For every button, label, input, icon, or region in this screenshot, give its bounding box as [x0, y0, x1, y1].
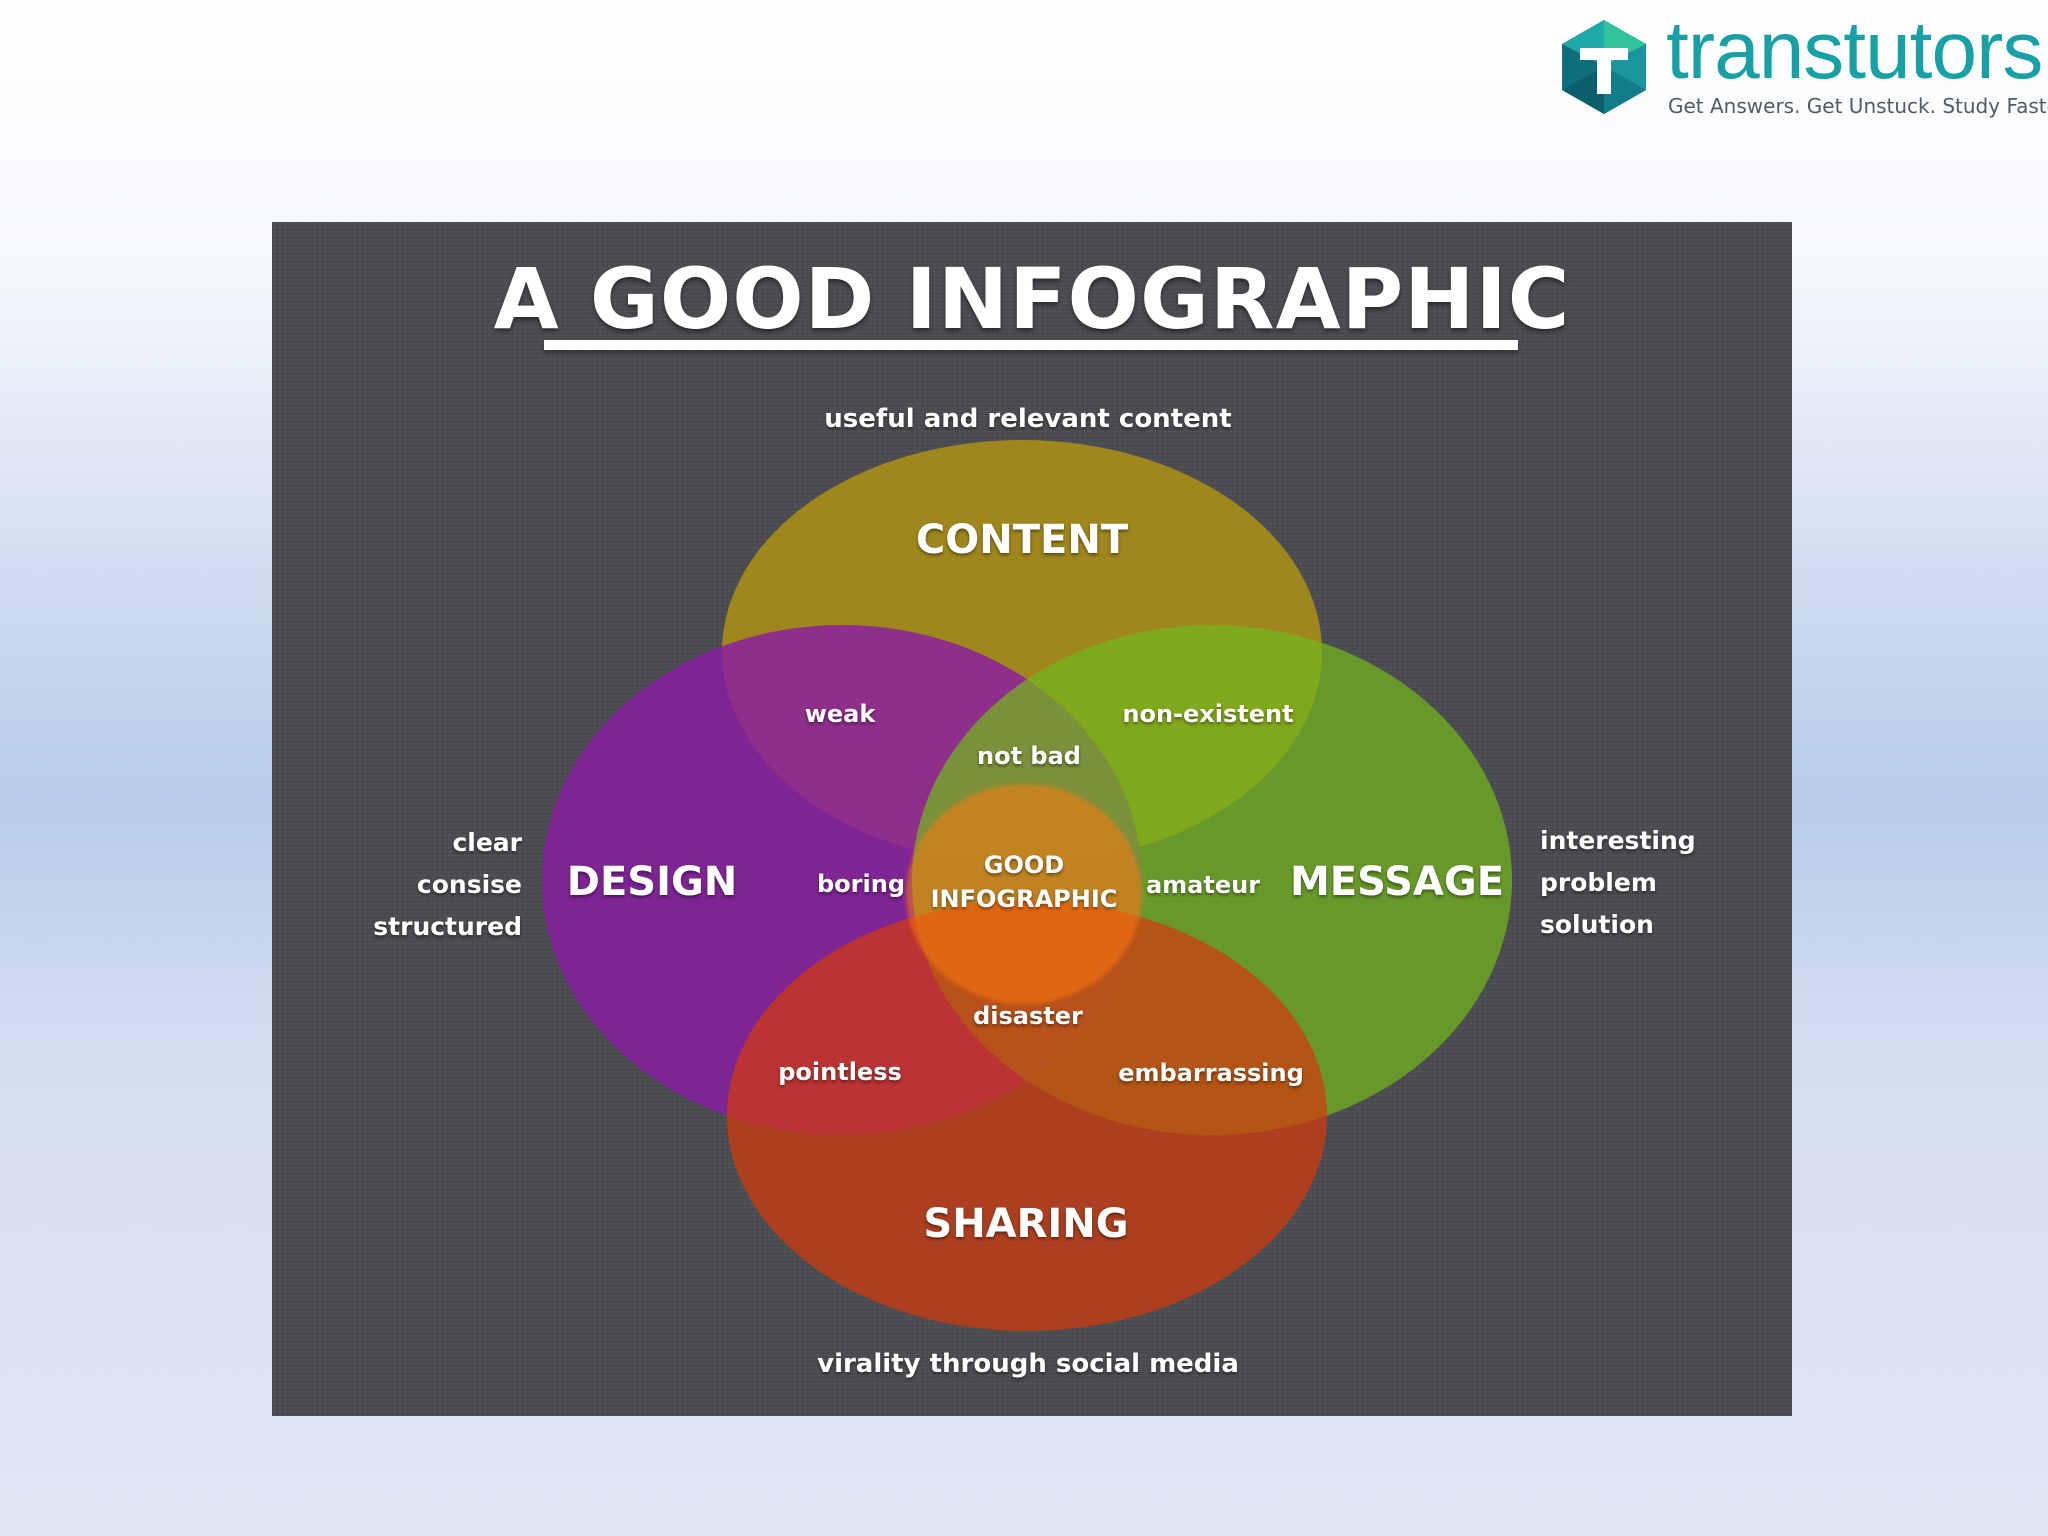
overlap-not-bad: not bad [977, 742, 1081, 770]
message-description-line-1: interesting [1540, 826, 1696, 855]
infographic-poster: A GOOD INFOGRAPHIC useful and relevant c… [272, 222, 1792, 1416]
message-description-line-2: problem [1540, 868, 1657, 897]
venn-diagram [542, 440, 1512, 1331]
title-underline [544, 340, 1518, 350]
design-description-line-2: consise [416, 870, 522, 899]
center-glow [906, 784, 1142, 1004]
transtutors-logo: transtutors Get Answers. Get Unstuck. St… [1558, 10, 2048, 128]
overlap-boring: boring [817, 870, 905, 898]
design-description-line-1: clear [452, 828, 522, 857]
overlap-disaster: disaster [973, 1002, 1083, 1030]
sharing-circle [727, 901, 1327, 1331]
transtutors-hexagon-icon [1562, 20, 1646, 114]
message-label: MESSAGE [1289, 859, 1505, 905]
overlap-good-infographic: GOOD INFOGRAPHIC [931, 848, 1118, 916]
poster-title: A GOOD INFOGRAPHIC [493, 250, 1571, 348]
message-description-line-3: solution [1540, 910, 1654, 939]
message-description: interesting problem solution [1540, 820, 1696, 946]
content-description: useful and relevant content [824, 404, 1232, 434]
overlap-pointless: pointless [778, 1058, 902, 1086]
logo-wordmark: transtutors [1666, 5, 2043, 96]
design-label: DESIGN [566, 859, 738, 905]
overlap-amateur: amateur [1145, 871, 1261, 899]
center-line-2: INFOGRAPHIC [930, 885, 1118, 913]
design-description-line-3: structured [373, 912, 522, 941]
overlap-non-existent: non-existent [1122, 700, 1294, 728]
content-label: CONTENT [915, 517, 1129, 563]
sharing-label: SHARING [923, 1201, 1129, 1247]
overlap-embarrassing: embarrassing [1118, 1059, 1304, 1087]
design-description: clear consise structured [373, 822, 522, 948]
sharing-description: virality through social media [817, 1349, 1239, 1379]
logo-tagline: Get Answers. Get Unstuck. Study Faster [1668, 94, 2048, 118]
overlap-weak: weak [804, 700, 876, 728]
center-line-1: GOOD [983, 851, 1065, 879]
